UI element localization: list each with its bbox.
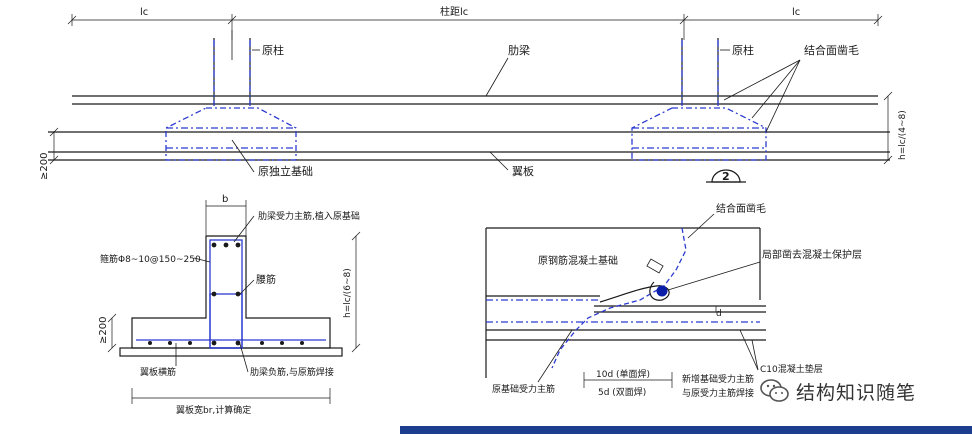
stirrup-note: 箍筋Φ8~10@150~250 (100, 253, 201, 265)
new-bar-note-2: 与原受力主筋焊接 (682, 387, 754, 399)
flange-trans-bar-label: 翼板横筋 (140, 366, 176, 378)
weld-double-label: 5d (双面焊) (598, 386, 646, 398)
lc-left-label: lc (140, 7, 148, 18)
wechat-icon (760, 378, 790, 404)
waist-bar-label: 腰筋 (256, 273, 276, 286)
orig-column-left-label: 原柱 (262, 43, 284, 57)
lc-right-label: lc (792, 7, 800, 18)
new-bar-note-1: 新增基础受力主筋 (682, 373, 754, 385)
orig-main-bar-label: 原基础受力主筋 (492, 383, 555, 395)
neg-bar-note: 肋梁负筋,与原筋焊接 (250, 366, 334, 378)
orig-column-right-label: 原柱 (732, 43, 754, 57)
flange-width-note: 翼板宽br,计算确定 (176, 404, 251, 416)
d-label: d (716, 309, 722, 319)
span-label: 柱距lc (440, 5, 468, 18)
orig-rc-footing-label: 原钢筋混凝土基础 (538, 254, 618, 267)
rib-beam-label: 肋梁 (508, 43, 530, 57)
b-label: b (222, 194, 228, 205)
section-height-note: h=lc/(6~8) (343, 268, 353, 318)
weld-single-label: 10d (单面焊) (596, 368, 650, 380)
cushion-label: C10混凝土垫层 (760, 363, 823, 375)
cross-section-view: b 肋梁受力主筋,植入原基础 箍筋Φ8~10@150~250 (98, 194, 361, 416)
rebar-dots (148, 242, 304, 346)
watermark-text: 结构知识随笔 (796, 381, 917, 404)
joint-roughened-label: 结合面凿毛 (804, 43, 859, 57)
top-bar-note: 肋梁受力主筋,植入原基础 (258, 210, 360, 222)
orig-footing-label: 原独立基础 (258, 164, 313, 178)
bottom-accent-bar (400, 426, 972, 434)
watermark: 结构知识随笔 (760, 374, 916, 408)
connection-detail-view: d 结合面凿毛 原钢筋混凝土基础 局部凿去混凝土保护层 C10混凝土垫层 原基础… (485, 202, 862, 399)
flange-plate-label: 翼板 (512, 164, 534, 178)
top-min-200: ≥200 (39, 153, 50, 180)
elevation-view: lc 柱距lc lc 原柱 原柱 肋梁 结合面凿毛 (39, 5, 908, 183)
detail-joint-label: 结合面凿毛 (716, 202, 766, 215)
top-height-note: h=lc/(4~8) (898, 110, 908, 160)
section-min-200: ≥200 (98, 317, 109, 344)
section-mark-number: 2 (722, 170, 730, 183)
cover-removed-label: 局部凿去混凝土保护层 (762, 248, 862, 261)
